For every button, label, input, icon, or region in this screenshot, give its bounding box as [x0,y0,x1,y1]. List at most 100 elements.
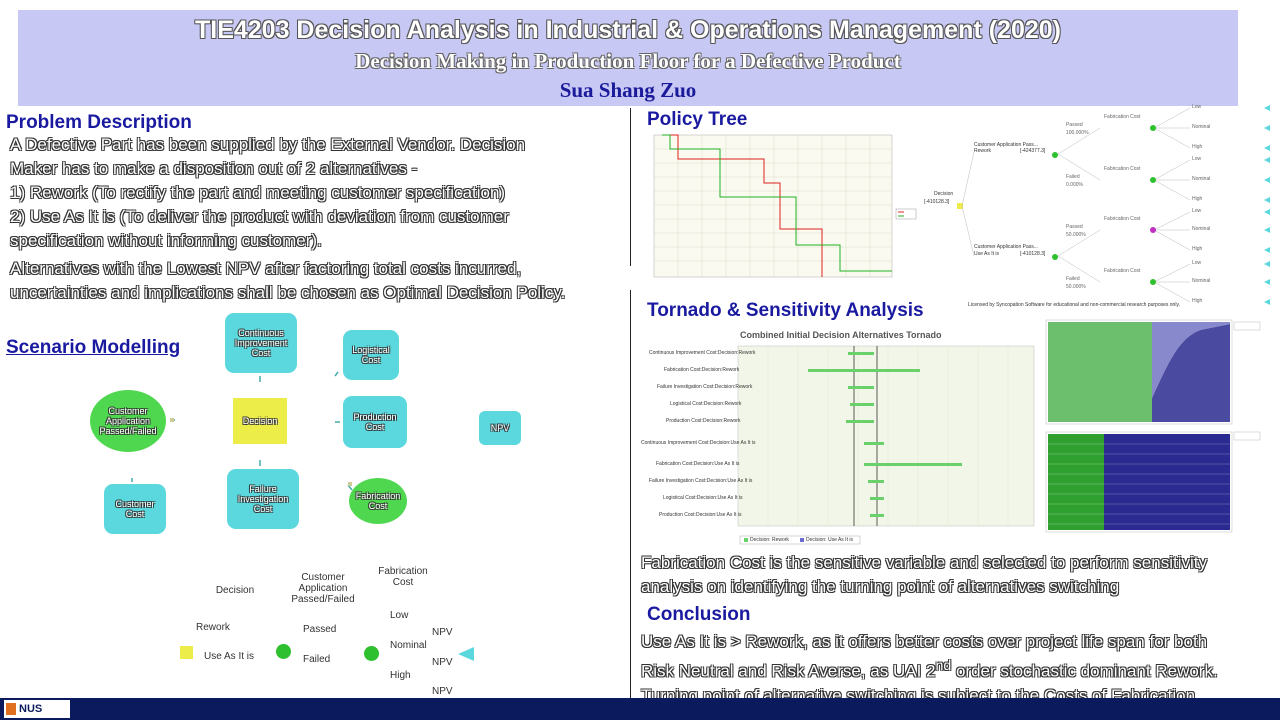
policy-license-note: Licensed by Syncopation Software for edu… [968,302,1180,308]
tornado-legend-rework: Decision: Rework [750,537,789,543]
svg-text:High: High [1192,196,1203,202]
svg-text:50.000%: 50.000% [1066,284,1086,290]
tornado-chart [737,345,1035,545]
legend-decision-square [180,646,193,659]
logistical-cost-node: Logistical Cost [343,330,399,380]
problem-text: A Defective Part has been supplied by th… [10,133,630,305]
legend-use-as-is: Use As It is [204,651,255,662]
tree-branch-use-value: [-410128.3] [1020,251,1046,257]
legend-failed: Failed [303,654,331,665]
failure-investigation-node: Failure Investigation Cost [227,469,299,529]
legend-npv-3: NPV [432,686,453,697]
svg-text:High: High [1192,246,1203,252]
svg-text:Low: Low [1192,156,1202,162]
customer-cost-node: Customer Cost [104,484,166,534]
divider-lower [630,290,631,698]
problem-line: 2) Use As It is (To deliver the product … [10,207,509,226]
poster-author: Sua Shang Zuo [559,78,697,102]
legend-nominal: Nominal [390,640,427,651]
tree-branch-rework-alt: Rework [974,148,991,154]
svg-text:High: High [1192,144,1203,150]
svg-text:Nominal: Nominal [1192,278,1210,284]
conclusion-line-2a: Risk Neutral and Risk Averse, as UAI 2 [641,661,936,681]
tree-decision-node [957,203,963,209]
svg-text:Fabrication Cost: Fabrication Cost [1104,166,1141,172]
problem-line: uncertainties and implications shall be … [10,283,566,302]
tree-branch-use-label: Customer Application Pass... [974,244,1038,250]
conclusion-line-1: Use As It is > Rework, as it offers bett… [641,632,1208,651]
problem-line: Alternatives with the Lowest NPV after f… [10,259,522,278]
problem-heading: Problem Description [6,112,192,133]
svg-text:Failed: Failed [1066,276,1080,282]
tornado-heading: Tornado & Sensitivity Analysis [647,300,924,321]
tornado-row-label: Failure Investigation Cost:Decision:Use … [649,478,753,484]
svg-text:Passed: Passed [1066,122,1083,128]
poster-title: TIE4203 Decision Analysis in Industrial … [194,16,1061,44]
tree-chance-use [1052,254,1058,260]
legend-terminal-triangle [458,647,474,661]
conclusion-line-2b: order stochastic dominant Rework. [951,661,1218,681]
problem-line: specification without informing customer… [10,231,322,250]
svg-text:Low: Low [1192,208,1202,214]
conclusion-line-2-sup: nd [935,658,952,674]
legend-fabrication-circle [364,646,379,661]
legend-low: Low [390,610,409,621]
poster-subtitle: Decision Making in Production Floor for … [355,49,901,73]
tornado-legend-use: Decision: Use As It is [806,537,853,543]
risk-profile-chart [653,134,917,278]
svg-text:High: High [1192,298,1203,304]
tree-branch-rework-label: Customer Application Pass... [974,142,1038,148]
tornado-note: Fabrication Cost is the sensitive variab… [641,553,1207,596]
nus-logo: NUS [4,700,70,718]
tornado-row-label: Fabrication Cost:Decision:Rework [664,367,740,373]
svg-text:Passed: Passed [1066,224,1083,230]
legend-col-customer: Customer Application Passed/Failed [291,572,355,605]
influence-arrows [131,371,353,491]
conclusion-text: Use As It is > Rework, as it offers bett… [641,630,1277,708]
decision-node: Decision [233,398,287,444]
tree-chance-rework [1052,152,1058,158]
svg-text:Low: Low [1192,104,1202,110]
svg-text:Fabrication Cost: Fabrication Cost [1104,268,1141,274]
svg-text:Low: Low [1192,260,1202,266]
legend-passed: Passed [303,624,337,635]
svg-text:Nominal: Nominal [1192,176,1210,182]
divider-upper [630,108,631,266]
tree-decision-value: [-410128.3] [924,199,950,205]
tornado-row-label: Fabrication Cost:Decision:Use As It is [656,461,740,467]
continuous-improvement-node: Continuous Improvement Cost [225,313,297,373]
sensitivity-charts [1045,319,1261,533]
tornado-row-label: Production Cost:Decision:Rework [666,418,741,424]
conclusion-heading: Conclusion [647,604,751,625]
tornado-row-label: Logistical Cost:Decision:Rework [670,401,742,407]
problem-line: 1) Rework (To rectify the part and meeti… [10,183,506,202]
tornado-row-label: Production Cost:Decision:Use As It is [659,512,742,518]
problem-line: Maker has to make a disposition out of 2… [10,159,418,178]
svg-text:Failed: Failed [1066,174,1080,180]
tree-decision-label: Decision [934,191,954,197]
fabrication-cost-node: Fabrication Cost [349,478,407,524]
svg-text:0.000%: 0.000% [1066,182,1084,188]
nus-logo-text: NUS [19,703,43,715]
poster-header: TIE4203 Decision Analysis in Industrial … [18,10,1238,106]
tornado-row-label: Logistical Cost:Decision:Use As It is [663,495,743,501]
svg-text:100.000%: 100.000% [1066,130,1089,136]
svg-text:50.000%: 50.000% [1066,232,1086,238]
legend-col-decision: Decision [215,585,255,596]
scenario-heading: Scenario Modelling [6,337,181,358]
legend-npv-1: NPV [432,627,453,638]
policy-heading: Policy Tree [647,109,748,130]
svg-text:Fabrication Cost: Fabrication Cost [1104,216,1141,222]
policy-tree-lines: Passed 100.000% Failed 0.000% Passed 50.000… [961,104,1270,305]
legend-npv-2: NPV [432,657,453,668]
legend-chance-circle [276,644,291,659]
footer-bar: NUS [0,698,1280,720]
tornado-chart-title: Combined Initial Decision Alternatives T… [740,330,942,340]
svg-text:Nominal: Nominal [1192,124,1210,130]
production-cost-node: Production Cost [343,396,407,448]
legend-rework: Rework [196,622,230,633]
tree-branch-use-alt: Use As It is [974,251,1000,257]
customer-application-node: Customer Application Passed/Failed [90,390,166,452]
npv-node: NPV [479,411,521,445]
tornado-row-label: Continuous Improvement Cost:Decision:Rew… [649,350,756,356]
